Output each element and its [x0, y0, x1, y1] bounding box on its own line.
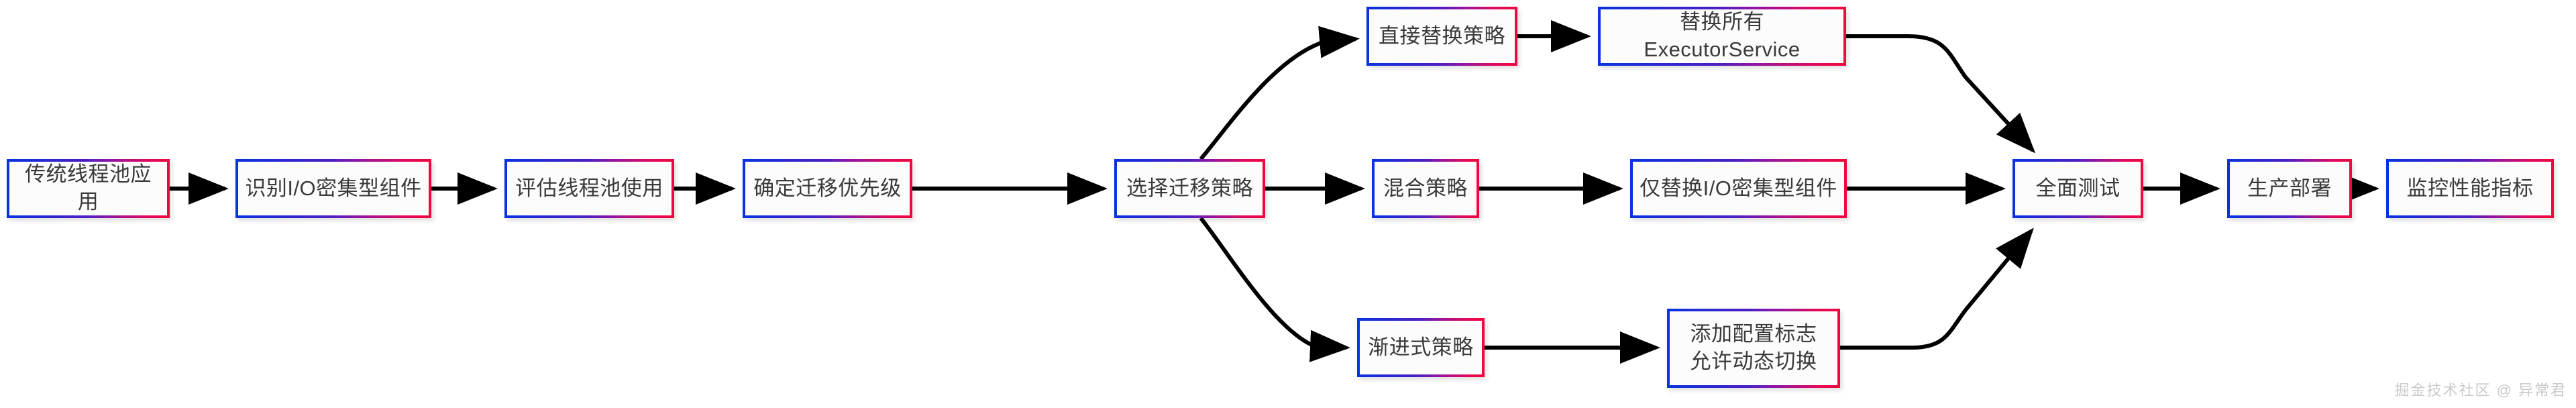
node-label-n5: 选择迁移策略 [1126, 176, 1253, 200]
node-label-n8: 混合策略 [1383, 176, 1468, 200]
node-label-n14: 监控性能指标 [2406, 176, 2534, 200]
node-n12[interactable]: 全面测试 [2012, 159, 2143, 218]
edge-n5-n6 [1199, 26, 1360, 160]
edge-n7-n12 [1846, 34, 2036, 154]
node-n6[interactable]: 直接替换策略 [1366, 7, 1517, 66]
node-n9[interactable]: 仅替换I/O密集型组件 [1630, 159, 1847, 218]
node-label-n12: 全面测试 [2035, 176, 2121, 200]
node-n11[interactable]: 添加配置标志 允许动态切换 [1667, 309, 1840, 388]
node-label-n3: 评估线程池使用 [515, 176, 663, 200]
node-label-n7: 替换所有ExecutorService [1644, 10, 1801, 61]
node-n2[interactable]: 识别I/O密集型组件 [235, 159, 431, 218]
node-n14[interactable]: 监控性能指标 [2386, 159, 2554, 218]
edge-n11-n12 [1840, 227, 2034, 350]
node-label-n1: 传统线程池应用 [25, 162, 152, 213]
node-n1[interactable]: 传统线程池应用 [7, 159, 170, 218]
node-label-n13: 生产部署 [2247, 176, 2332, 200]
node-label-n4: 确定迁移优先级 [753, 176, 902, 200]
node-n5[interactable]: 选择迁移策略 [1114, 159, 1265, 218]
node-label-n10: 渐进式策略 [1368, 335, 1474, 359]
edge-n5-n10 [1199, 217, 1350, 362]
node-n8[interactable]: 混合策略 [1372, 159, 1479, 218]
node-label-n11: 添加配置标志 允许动态切换 [1690, 322, 1817, 373]
node-n4[interactable]: 确定迁移优先级 [743, 159, 912, 218]
watermark: 掘金技术社区 @ 异常君 [2394, 382, 2567, 399]
node-n13[interactable]: 生产部署 [2227, 159, 2352, 218]
node-n10[interactable]: 渐进式策略 [1357, 318, 1485, 377]
node-label-n2: 识别I/O密集型组件 [245, 176, 422, 200]
node-label-n6: 直接替换策略 [1379, 23, 1505, 48]
node-n3[interactable]: 评估线程池使用 [504, 159, 674, 218]
node-n7[interactable]: 替换所有ExecutorService [1598, 7, 1846, 66]
node-label-n9: 仅替换I/O密集型组件 [1640, 176, 1837, 200]
